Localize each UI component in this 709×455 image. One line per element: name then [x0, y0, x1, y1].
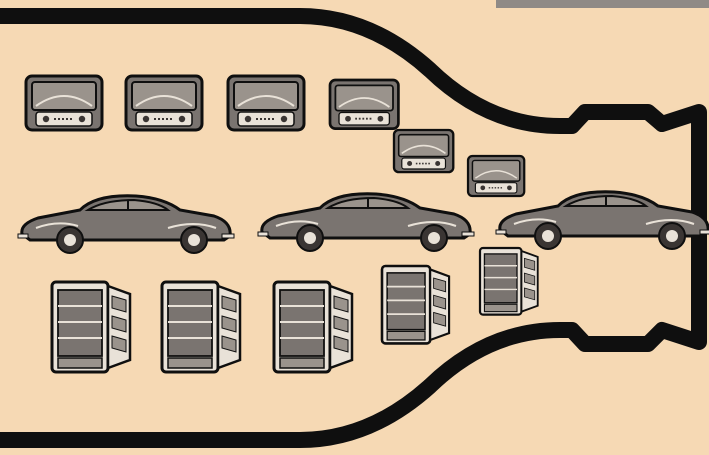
refrigerator-icon: [52, 282, 130, 372]
refrigerator-icon: [274, 282, 352, 372]
radio-icon: [228, 76, 304, 130]
radio-icon: [468, 156, 524, 196]
radio-icon: [26, 76, 102, 130]
top-right-bar: [496, 0, 709, 8]
refrigerator-icon: [162, 282, 240, 372]
radio-icon: [330, 80, 398, 129]
refrigerator-icon: [480, 248, 538, 315]
radio-icon: [126, 76, 202, 130]
refrigerator-icon: [382, 266, 449, 343]
radio-icon: [394, 130, 453, 172]
